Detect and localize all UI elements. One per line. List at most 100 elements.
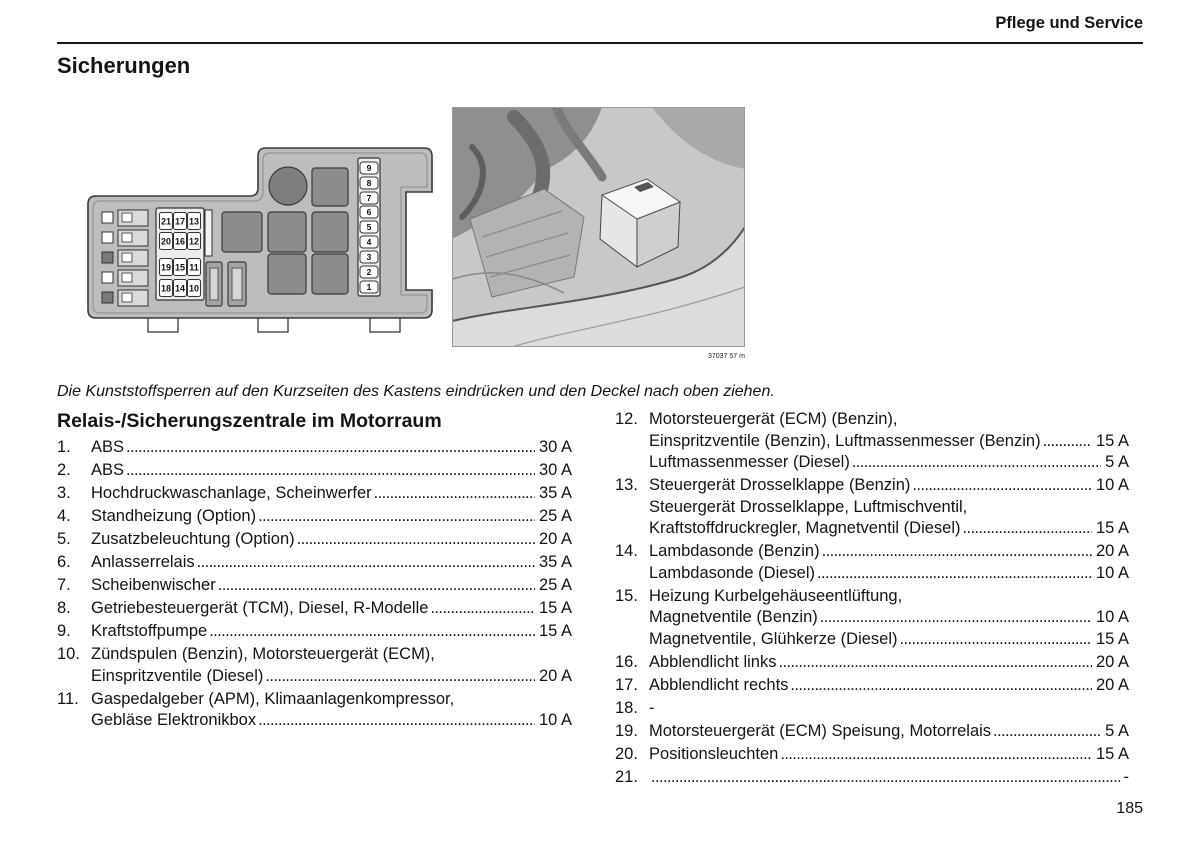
fuse-line: ABS 30 A xyxy=(91,460,572,482)
fuse-number: 4. xyxy=(57,507,71,525)
fuse xyxy=(187,232,201,250)
fuse-number: 6. xyxy=(57,553,71,571)
fuse xyxy=(359,176,379,190)
fuse-line: Heizung Kurbelgehäuseentlüftung, xyxy=(649,586,1129,608)
connector-pin xyxy=(101,291,114,304)
fuse-line: Motorsteuergerät (ECM) (Benzin), xyxy=(649,409,1129,431)
fuse-item: 17. Abblendlicht rechts 20 A xyxy=(615,675,1129,697)
fuse-block-frame xyxy=(155,207,205,301)
fuse-line: Anlasserrelais 35 A xyxy=(91,552,572,574)
leader-dots xyxy=(124,460,535,482)
leader-dots xyxy=(910,475,1092,497)
fuse xyxy=(359,250,379,264)
leader-dots xyxy=(256,506,535,528)
leader-dots xyxy=(1041,431,1092,453)
fuse-description: Zusatzbeleuchtung (Option) xyxy=(91,530,295,548)
leader-dots xyxy=(788,675,1092,697)
figure-caption: Die Kunststoffsperren auf den Kurzseiten… xyxy=(57,383,775,400)
fuse-amperage: 30 A xyxy=(538,438,572,456)
relay xyxy=(267,211,307,253)
fuse-lines: Getriebesteuergerät (TCM), Diesel, R-Mod… xyxy=(91,598,572,620)
fuse-description: Getriebesteuergerät (TCM), Diesel, R-Mod… xyxy=(91,599,429,617)
fuse-line: Scheibenwischer 25 A xyxy=(91,575,572,597)
fuse-lines: Zusatzbeleuchtung (Option) 20 A xyxy=(91,529,572,551)
fuse-label: 11 xyxy=(189,263,199,273)
fuse xyxy=(159,232,173,250)
fuse-label: 12 xyxy=(189,237,199,247)
fuse-description: Einspritzventile (Diesel) xyxy=(91,666,264,685)
connector-slot xyxy=(121,272,133,283)
fuse-line: Einspritzventile (Diesel) 20 A xyxy=(91,666,572,688)
fuse-amperage: 35 A xyxy=(538,553,572,571)
fuse xyxy=(187,212,201,230)
fuse-label: 3 xyxy=(367,252,372,262)
leader-dots xyxy=(216,575,535,597)
connector-slot xyxy=(121,292,133,303)
fuse-line: Positionsleuchten 15 A xyxy=(649,744,1129,766)
fuse xyxy=(159,258,173,276)
fuse-item: 10. Zündspulen (Benzin), Motorsteuergerä… xyxy=(57,644,572,687)
fuse-description: Motorsteuergerät (ECM) (Benzin), xyxy=(649,410,898,428)
fuse-number: 10. xyxy=(57,645,80,663)
fuse-line: Kraftstoffdruckregler, Magnetventil (Die… xyxy=(649,518,1129,540)
fuse xyxy=(359,191,379,205)
fuse-item: 14. Lambdasonde (Benzin) 20 A Lambdasond… xyxy=(615,541,1129,584)
fuse-item: 16. Abblendlicht links 20 A xyxy=(615,652,1129,674)
fuse-line: Hochdruckwaschanlage, Scheinwerfer 35 A xyxy=(91,483,572,505)
fuse-amperage: 20 A xyxy=(538,666,572,685)
fuse-line: Einspritzventile (Benzin), Luftmassenmes… xyxy=(649,431,1129,453)
relay xyxy=(221,211,263,253)
relay xyxy=(311,253,349,295)
fuse-amperage: 15 A xyxy=(1095,629,1129,648)
fuse-lines: Abblendlicht rechts 20 A xyxy=(649,675,1129,697)
fuse-item: 15. Heizung Kurbelgehäuseentlüftung, Mag… xyxy=(615,586,1129,651)
leader-dots xyxy=(991,721,1101,743)
engine-bay-photo xyxy=(452,107,745,347)
wheel-arch-line xyxy=(452,272,565,294)
fuse-strip-right: 9 8 7 6 5 4 3 2 1 xyxy=(357,157,381,297)
fuse-amperage: 35 A xyxy=(538,484,572,502)
fuse-lines: Hochdruckwaschanlage, Scheinwerfer 35 A xyxy=(91,483,572,505)
fuse xyxy=(173,279,187,297)
fuse-item: 7. Scheibenwischer 25 A xyxy=(57,575,572,597)
fuse-amperage: 5 A xyxy=(1105,453,1129,471)
fuse-number: 3. xyxy=(57,484,71,502)
fuse-lines: - xyxy=(649,767,1130,789)
fuse-number: 8. xyxy=(57,599,71,617)
fuse-description: Hochdruckwaschanlage, Scheinwerfer xyxy=(91,484,372,502)
fuse-description: Positionsleuchten xyxy=(649,744,779,763)
fuse-description: Luftmassenmesser (Diesel) xyxy=(649,453,850,471)
leader-dots xyxy=(428,598,535,620)
fuse-label: 19 xyxy=(161,263,171,273)
fuse-amperage: 25 A xyxy=(538,576,572,594)
fuse-item: 3. Hochdruckwaschanlage, Scheinwerfer 35… xyxy=(57,483,572,505)
photo-border xyxy=(452,107,745,347)
fuse-description: Abblendlicht rechts xyxy=(649,675,789,694)
fuse-row: 20 16 12 xyxy=(159,232,201,250)
fuse-line: Getriebesteuergerät (TCM), Diesel, R-Mod… xyxy=(91,598,572,620)
fuse-number: 15. xyxy=(615,586,638,605)
fuse xyxy=(173,258,187,276)
fuse xyxy=(187,279,201,297)
fuse-description: Scheibenwischer xyxy=(91,576,216,594)
relay xyxy=(311,167,349,207)
fuse xyxy=(159,279,173,297)
fuse-lines: Lambdasonde (Benzin) 20 A Lambdasonde (D… xyxy=(649,541,1129,584)
fuse-description: ABS xyxy=(91,461,125,479)
fuse-label: 4 xyxy=(367,237,372,247)
fuse-description: - xyxy=(649,698,655,717)
fuse-item: 6. Anlasserrelais 35 A xyxy=(57,552,572,574)
fuse-amperage: 30 A xyxy=(538,461,572,479)
fuse-label: 13 xyxy=(189,217,199,227)
fuse-line: Magnetventile, Glühkerze (Diesel) 15 A xyxy=(649,629,1129,651)
connector-pin xyxy=(101,231,114,244)
fuse-number: 1. xyxy=(57,438,71,456)
fuse-item: 11. Gaspedalgeber (APM), Klimaanlagenkom… xyxy=(57,689,572,732)
fuse-number: 17. xyxy=(615,675,638,694)
fuse-lines: Motorsteuergerät (ECM) Speisung, Motorre… xyxy=(649,721,1129,743)
fuse-description: Kraftstoffdruckregler, Magnetventil (Die… xyxy=(649,519,961,537)
fuse-description: Lambdasonde (Diesel) xyxy=(649,563,816,582)
fuse-description: Steuergerät Drosselklappe, Luftmischvent… xyxy=(649,497,968,516)
fuse-lines: Steuergerät Drosselklappe (Benzin) 10 A … xyxy=(649,475,1129,540)
